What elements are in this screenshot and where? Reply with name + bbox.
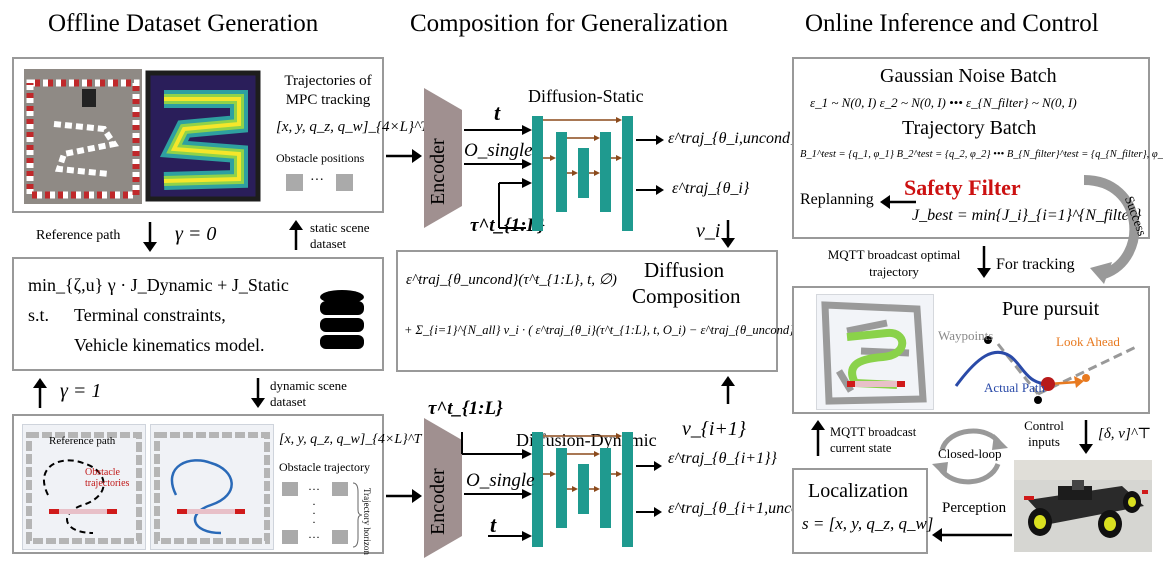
title-composition: Composition for Generalization: [410, 10, 728, 37]
tau-top: τ^t_{1:L}: [470, 215, 545, 236]
unet-dynamic: [461, 432, 662, 547]
composition-title-1: Diffusion: [644, 258, 725, 282]
objective: min_{ζ,u} γ · J_Dynamic + J_Static: [28, 275, 289, 295]
trajectory-heatmap: [144, 69, 262, 204]
pure-pursuit-diagram: [954, 336, 1139, 404]
track-photo: [24, 69, 142, 204]
obstacle-trajectories-label: Obstacle trajectories: [85, 467, 130, 489]
for-tracking-label: For tracking: [996, 256, 1075, 273]
mqtt-opt-label: MQTT broadcast optimal trajectory: [827, 247, 961, 279]
j-best-eq: J_best = min{J_i}_{i=1}^{N_filter}: [912, 207, 1142, 224]
control-inputs-label: Control inputs: [1024, 418, 1064, 449]
obstacle-grid: ··· ··· ···: [282, 482, 352, 548]
database-icon: [320, 290, 364, 349]
down-arrow-1: [143, 222, 157, 252]
o-single-bottom: O_single: [466, 470, 535, 491]
horizon-brace: [352, 482, 362, 548]
composition-formula-2: + Σ_{i=1}^{N_all} ν_i · ( ε^traj_{θ_i}(τ…: [404, 323, 884, 337]
mqtt-state-arrow: [811, 420, 825, 456]
title-online: Online Inference and Control: [805, 10, 1099, 37]
composition-title-2: Composition: [632, 284, 741, 308]
reference-path-label: Reference path: [36, 228, 121, 243]
arrow-to-encoder-bottom: [386, 489, 422, 503]
unet-static: [464, 116, 664, 231]
t-label-bottom: t: [490, 512, 497, 537]
tau-bottom: τ^t_{1:L}: [428, 398, 503, 419]
mpc-trajectories-box: Trajectories of MPC tracking [x, y, q_z,…: [12, 57, 429, 213]
nu-i-label: ν_i: [696, 220, 721, 242]
constraint-terminal: Terminal constraints,: [74, 305, 226, 325]
gamma-zero-label: γ = 0: [175, 223, 217, 245]
obstacle-square-1: [286, 174, 303, 191]
obstacle-square-2: [336, 174, 353, 191]
control-vector-label: [δ, v]^⊤: [1098, 426, 1152, 442]
actual-path-label: Actual Path: [984, 380, 1046, 395]
optimization-box: min_{ζ,u} γ · J_Dynamic + J_Static s.t. …: [12, 257, 384, 371]
actual-path-inset: [150, 424, 274, 550]
localization-box: Localization s = [x, y, q_z, q_w]: [792, 468, 933, 554]
localization-eq: s = [x, y, q_z, q_w]: [802, 514, 934, 533]
constraint-kinematics: Vehicle kinematics model.: [74, 335, 265, 355]
traj-batch-title: Trajectory Batch: [902, 117, 1037, 139]
pure-pursuit-title: Pure pursuit: [1002, 298, 1100, 320]
replanning-label: Replanning: [800, 191, 874, 208]
nu-i-arrow: [721, 220, 735, 248]
safety-filter-label: Safety Filter: [904, 175, 1021, 200]
mqtt-state-label: MQTT broadcast current state: [830, 425, 917, 455]
closed-loop-label: Closed-loop: [938, 446, 1002, 461]
waypoints-label: Waypoints: [938, 328, 994, 343]
look-ahead-label: Look Ahead: [1056, 334, 1120, 349]
diffusion-composition-box: Diffusion Composition ε^traj_{θ_uncond}(…: [396, 250, 883, 372]
static-scene-label: static scene dataset: [310, 220, 370, 251]
st-label: s.t.: [28, 305, 50, 325]
replanning-arrow: [880, 195, 916, 209]
perception-label: Perception: [942, 500, 1007, 516]
arrow-to-encoder-top: [386, 149, 422, 163]
gamma-one-label: γ = 1: [60, 380, 102, 402]
reference-path-inset-label: Reference path: [49, 435, 116, 447]
up-arrow-2: [33, 378, 47, 408]
obstacle-positions-label: Obstacle positions: [276, 151, 365, 165]
encoder-bottom: [424, 418, 462, 558]
nu-i1-label: ν_{i+1}: [682, 418, 746, 440]
obstacle-trajectory-label: Obstacle trajectory: [279, 460, 370, 474]
vehicle-photo: [1014, 460, 1152, 552]
encoder-top: [424, 88, 462, 228]
localization-title: Localization: [808, 480, 908, 502]
gaussian-title: Gaussian Noise Batch: [880, 65, 1057, 87]
diffusion-static-label: Diffusion-Static: [528, 86, 644, 106]
eps-uncond-label: ε^traj_{θ_i,uncond}: [668, 130, 797, 147]
dynamic-state-vector: [x, y, q_z, q_w]_{4×L}^T: [279, 432, 422, 447]
title-offline: Offline Dataset Generation: [48, 10, 319, 37]
traj-batch-eq: B_1^test = {q_1, φ_1} B_2^test = {q_2, φ…: [800, 149, 1163, 160]
diffusion-dynamic-label: Diffusion-Dynamic: [516, 430, 657, 450]
success-arrow: [1083, 175, 1140, 284]
eps-i1-uncond-label: ε^traj_{θ_{i+1,uncond}}: [668, 500, 828, 517]
ellipsis: ···: [310, 173, 324, 188]
gaussian-eq: ε_1 ~ N(0, I) ε_2 ~ N(0, I) ••• ε_{N_fil…: [810, 95, 1077, 110]
nu-i1-arrow: [721, 376, 735, 404]
track-map-inset: [816, 294, 934, 410]
closed-loop-icon: [932, 428, 1008, 485]
o-single-top: O_single: [464, 140, 533, 161]
eps-i1-label: ε^traj_{θ_{i+1}}: [668, 450, 777, 467]
perception-arrow: [932, 528, 1012, 542]
trajectories-label: Trajectories of MPC tracking: [284, 73, 372, 108]
dynamic-scene-box: Reference path Obstacle trajectories [x,…: [12, 414, 421, 555]
dynamic-scene-label: dynamic scene dataset: [270, 378, 347, 409]
reference-path-inset: Reference path Obstacle trajectories: [22, 424, 146, 550]
t-label-top: t: [494, 100, 501, 125]
for-tracking-arrow: [977, 246, 991, 278]
composition-formula-1: ε^traj_{θ_uncond}(τ^t_{1:L}, t, ∅): [406, 272, 617, 288]
inference-box: Gaussian Noise Batch ε_1 ~ N(0, I) ε_2 ~…: [792, 57, 1163, 239]
up-arrow-1: [289, 220, 303, 250]
down-arrow-2: [251, 378, 265, 408]
encoder-top-label: Encoder: [427, 138, 449, 205]
pure-pursuit-box: Pure pursuit Waypoints Look Ahead Actual…: [792, 286, 1150, 414]
eps-i-label: ε^traj_{θ_i}: [672, 180, 750, 197]
control-arrow: [1079, 420, 1093, 454]
state-vector-label: [x, y, q_z, q_w]_{4×L}^T: [276, 119, 429, 135]
trajectory-horizon-label: Trajectory horizon: [362, 488, 372, 555]
